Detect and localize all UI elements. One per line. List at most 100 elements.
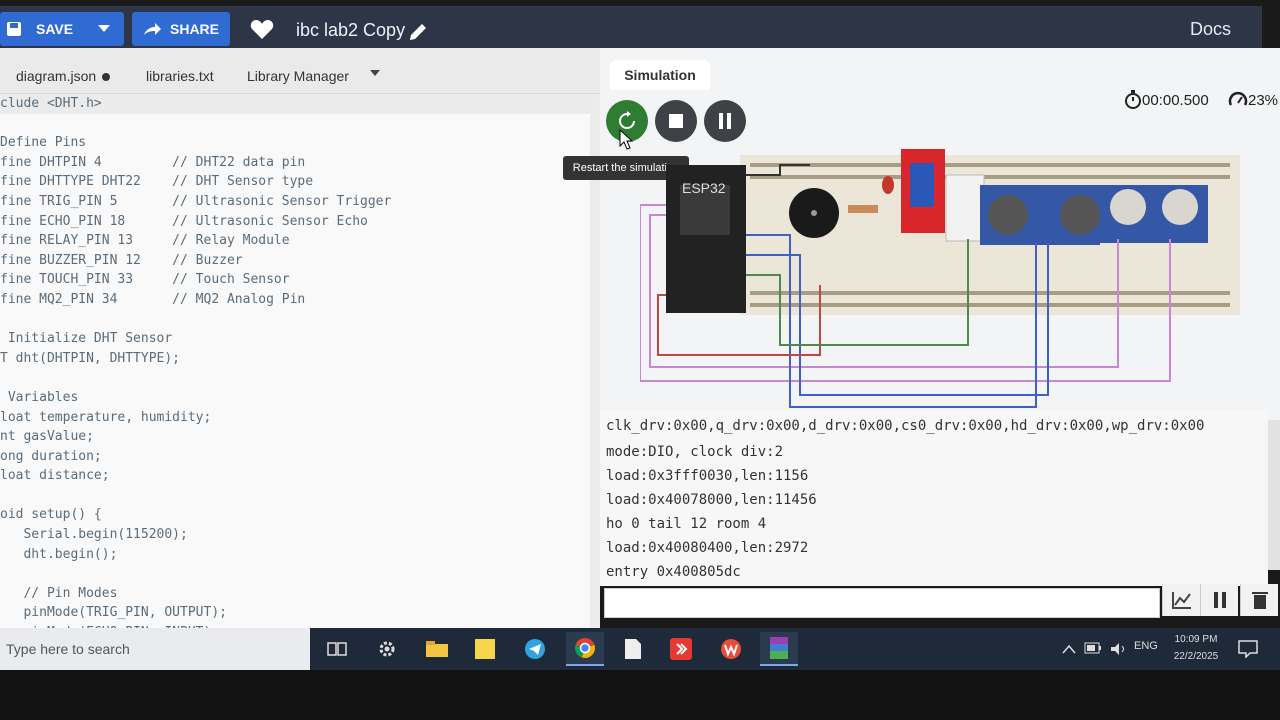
clock-time: 10:09 PM: [1174, 634, 1218, 645]
stop-icon: [669, 114, 683, 128]
speed-gauge-icon: [1228, 91, 1248, 106]
sticky-notes-icon[interactable]: [466, 632, 504, 666]
save-button[interactable]: SAVE: [0, 12, 124, 46]
pause-button[interactable]: [704, 100, 746, 142]
code-line: pinMode(TRIG_PIN, OUTPUT);: [0, 605, 227, 621]
tab-library-manager[interactable]: Library Manager: [247, 68, 349, 84]
code-line: Define Pins: [0, 135, 87, 151]
potentiometer-knob-2[interactable]: [1162, 189, 1198, 225]
settings-gear-icon[interactable]: [368, 632, 406, 666]
chart-line-icon: [1171, 592, 1191, 609]
share-label: SHARE: [170, 21, 220, 37]
volume-icon[interactable]: [1110, 642, 1128, 656]
editor-scrollbar[interactable]: [590, 94, 600, 628]
heart-icon[interactable]: [250, 20, 274, 45]
system-clock[interactable]: 10:09 PM 22/2/2025: [1166, 631, 1226, 665]
serial-line: load:0x40080400,len:2972: [606, 540, 809, 556]
tab-label: diagram.json: [16, 68, 97, 84]
share-button[interactable]: SHARE: [132, 12, 230, 46]
winrar-icon[interactable]: [760, 632, 798, 666]
code-line: [0, 368, 590, 388]
battery-icon[interactable]: [1084, 642, 1102, 654]
code-line: fine TRIG_PIN 5 // Ultrasonic Sensor Tri…: [0, 193, 392, 209]
code-line: fine RELAY_PIN 13 // Relay Module: [0, 233, 290, 249]
code-line: // Pin Modes: [0, 585, 118, 601]
buzzer-center: [811, 210, 817, 216]
task-view-icon[interactable]: [318, 632, 356, 666]
stop-button[interactable]: [655, 100, 697, 142]
plotter-button[interactable]: [1162, 584, 1200, 616]
code-line: fine DHTPIN 4 // DHT22 data pin: [0, 154, 306, 170]
tab-libraries-txt[interactable]: libraries.txt: [146, 68, 214, 84]
docs-link[interactable]: Docs: [1190, 19, 1232, 39]
code-line: fine BUZZER_PIN 12 // Buzzer: [0, 252, 243, 268]
editor-tabs: diagram.json libraries.txt Library Manag…: [0, 48, 600, 94]
stopwatch-icon: [1125, 90, 1141, 109]
circuit-diagram[interactable]: ESP32: [640, 145, 1250, 410]
document-icon[interactable]: [614, 632, 652, 666]
dht22-sensor[interactable]: [945, 174, 985, 242]
wps-office-icon[interactable]: [712, 632, 750, 666]
telegram-icon[interactable]: [516, 632, 554, 666]
code-line: Variables: [0, 389, 79, 405]
code-line: [0, 114, 590, 134]
tabs-chevron-down-icon[interactable]: [370, 70, 380, 76]
serial-line: entry 0x400805dc: [606, 564, 741, 580]
tab-simulation[interactable]: Simulation: [610, 60, 710, 90]
serial-scrollbar[interactable]: [1268, 420, 1280, 570]
code-line: Initialize DHT Sensor: [0, 331, 173, 347]
chevron-up-icon[interactable]: [1062, 644, 1076, 654]
code-editor-panel: diagram.json libraries.txt Library Manag…: [0, 48, 600, 640]
wire-pink: [649, 214, 1119, 368]
restart-button[interactable]: [606, 100, 648, 142]
top-header: SAVE SHARE ibc lab2 Copy Docs: [0, 6, 1262, 48]
code-line: nt gasValue;: [0, 429, 94, 445]
speed-value: 23%: [1248, 91, 1279, 109]
pencil-icon[interactable]: [408, 22, 428, 47]
wire-red: [657, 285, 821, 356]
potentiometer-knob-1[interactable]: [1110, 189, 1146, 225]
monitor-bezel: [0, 670, 1280, 720]
restart-icon: [619, 111, 635, 129]
serial-pause-button[interactable]: [1200, 584, 1238, 616]
code-line: fine MQ2_PIN 34 // MQ2 Analog Pin: [0, 291, 306, 307]
wire-blue-2: [746, 243, 1049, 396]
led-red[interactable]: [882, 176, 894, 194]
tab-diagram-json[interactable]: diagram.json: [16, 68, 111, 84]
code-line: [0, 564, 590, 584]
sim-timer: 00:00.500: [1124, 90, 1209, 110]
project-title[interactable]: ibc lab2 Copy: [296, 20, 406, 40]
language-indicator[interactable]: ENG: [1134, 640, 1158, 652]
code-line: loat temperature, humidity;: [0, 409, 212, 425]
relay-coil: [910, 163, 934, 207]
code-line: fine DHTTYPE DHT22 // DHT Sensor type: [0, 174, 314, 190]
breadboard-rail: [750, 163, 1230, 167]
wire-blue-1: [746, 234, 1037, 408]
code-line: clude <DHT.h>: [0, 94, 590, 114]
mouse-cursor-icon: [619, 128, 634, 150]
code-line: Serial.begin(115200);: [0, 527, 188, 543]
chevron-down-icon[interactable]: [98, 25, 110, 32]
code-line: [0, 486, 590, 506]
serial-clear-button[interactable]: [1240, 584, 1278, 616]
code-area[interactable]: clude <DHT.h> Define Pins fine DHTPIN 4 //…: [0, 94, 590, 640]
ultrasonic-transducer-right: [1060, 195, 1100, 235]
trash-icon: [1251, 592, 1268, 609]
windows-taskbar: Type here to search ENG 10:09 PM 22/2/20…: [0, 628, 1280, 670]
file-explorer-icon[interactable]: [418, 632, 456, 666]
wire-purple: [640, 204, 1171, 382]
code-line: oid setup() {: [0, 507, 102, 523]
modified-dot-icon: [102, 73, 111, 82]
wire-green: [746, 239, 969, 346]
notification-center-icon[interactable]: [1238, 640, 1258, 658]
taskbar-search-input[interactable]: Type here to search: [0, 628, 310, 670]
serial-monitor: clk_drv:0x00,q_drv:0x00,d_drv:0x00,cs0_d…: [600, 410, 1268, 586]
breadboard-rail: [750, 303, 1230, 307]
code-line: [0, 310, 590, 330]
clock-date: 22/2/2025: [1173, 651, 1219, 662]
ultrasonic-transducer-left: [988, 195, 1028, 235]
esp32-label: ESP32: [682, 180, 726, 196]
anydesk-icon[interactable]: [662, 632, 700, 666]
chrome-icon[interactable]: [566, 632, 604, 666]
serial-input[interactable]: [604, 588, 1160, 618]
